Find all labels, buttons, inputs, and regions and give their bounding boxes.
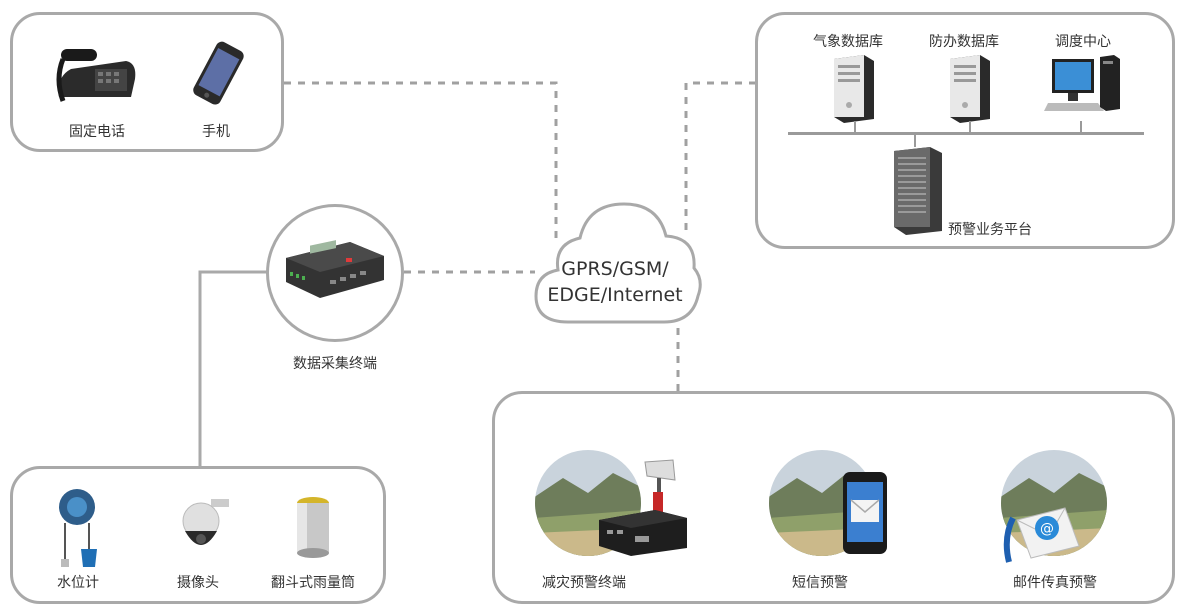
bus-drop-3	[1080, 121, 1082, 132]
platform-server-icon	[894, 147, 942, 235]
weather-db-server-icon	[834, 55, 874, 123]
sensors-box: 水位计 摄像头 翻斗式雨量筒	[10, 466, 386, 604]
cloud-network-icon	[534, 202, 702, 324]
warning-terminal-icon	[599, 459, 687, 556]
bus-drop-2	[969, 121, 971, 132]
collector-to-sensors-line	[198, 270, 270, 466]
camera-label: 摄像头	[177, 575, 219, 591]
svg-text:@: @	[1040, 521, 1054, 537]
server-box: 气象数据库 防办数据库 调度中心 预警业务平台	[755, 12, 1175, 249]
rain-gauge-icon	[297, 497, 329, 558]
sms-phone-icon	[843, 472, 887, 554]
bus-drop-4	[914, 135, 916, 147]
rain-gauge-label: 翻斗式雨量筒	[271, 575, 355, 591]
phones-to-cloud-line	[284, 81, 558, 240]
cloud-line-1: GPRS/GSM/	[561, 258, 669, 280]
flood-db-label: 防办数据库	[929, 34, 999, 50]
phones-box: 固定电话 手机	[10, 12, 284, 152]
flood-db-server-icon	[950, 55, 990, 123]
network-bus-line	[788, 132, 1144, 135]
email-envelope-icon: @	[1003, 507, 1080, 563]
camera-icon	[182, 499, 229, 545]
landline-label: 固定电话	[69, 124, 125, 140]
bus-drop-1	[854, 121, 856, 132]
email-fax-label: 邮件传真预警	[1013, 575, 1097, 591]
dispatch-computer-icon	[1044, 55, 1120, 111]
landline-phone-icon	[56, 49, 136, 102]
sms-label: 短信预警	[792, 575, 848, 591]
platform-label: 预警业务平台	[948, 222, 1032, 238]
water-level-label: 水位计	[57, 575, 99, 591]
alerts-box: 减灾预警终端 短信预警 @ 邮件传真预警	[492, 391, 1175, 604]
mobile-phone-icon	[193, 41, 244, 105]
water-level-gauge-icon	[59, 489, 97, 567]
collector-label: 数据采集终端	[293, 356, 377, 372]
weather-db-label: 气象数据库	[813, 34, 883, 50]
cloud-to-servers-line	[684, 81, 756, 230]
terminal-label: 减灾预警终端	[542, 575, 626, 591]
dispatch-label: 调度中心	[1055, 34, 1111, 50]
data-collector-device-icon	[286, 240, 384, 298]
cloud-line-2: EDGE/Internet	[547, 284, 683, 306]
mobile-label: 手机	[202, 124, 230, 140]
cloud-network-text: GPRS/GSM/ EDGE/Internet	[545, 256, 685, 308]
